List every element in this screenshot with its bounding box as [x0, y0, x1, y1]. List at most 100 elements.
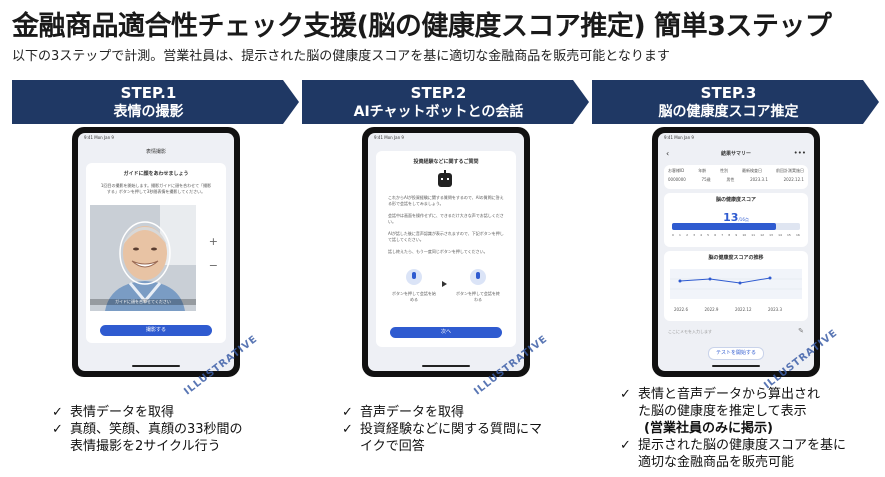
- next-button[interactable]: 次へ: [390, 327, 502, 338]
- mic-icon: [412, 272, 416, 279]
- chat-instructions-1: これからAIが投資経験に関する質問をするので、AIの質問に答える形で会話をしてみ…: [388, 195, 504, 206]
- guide-overlay-text: ガイドに顔を合わせてください: [90, 299, 196, 305]
- scale-tick: 9: [735, 233, 738, 237]
- step-2-banner: STEP.2 AIチャットボットとの会話: [302, 80, 589, 124]
- scale-tick: 8: [728, 233, 731, 237]
- score-label: 脳の健康度スコア: [715, 197, 756, 203]
- trend-line: [679, 277, 771, 284]
- trend-card: 脳の健康度スコアの推移 2022.6 2022.9 2022.12 2023.3: [664, 251, 808, 321]
- info-value: 75歳: [701, 177, 711, 182]
- back-chevron-icon[interactable]: ‹: [666, 149, 670, 158]
- check-icon: ✓: [52, 422, 63, 437]
- card-instructions: 1回目の撮影を開始します。撮影ガイドに顔を合わせて「撮影する」ボタンを押して3秒…: [100, 183, 212, 194]
- info-label: 最新検査日: [742, 168, 763, 173]
- step-1-bullets: ✓表情データを取得 ✓真顔、笑顔、真顔の33秒間の表情撮影を2サイクル行う: [52, 404, 272, 455]
- bullet-item: ✓真顔、笑顔、真顔の33秒間の表情撮影を2サイクル行う: [52, 422, 243, 454]
- scale-tick: 5: [707, 233, 710, 237]
- home-indicator: [422, 365, 470, 367]
- scale-tick: 15: [787, 233, 791, 237]
- trend-date: 2023.3: [768, 307, 782, 312]
- card-title: 投資経験などに関するご質問: [413, 159, 479, 165]
- more-icon[interactable]: •••: [793, 149, 806, 157]
- trend-chart: [670, 269, 802, 299]
- scale-tick: 4: [700, 233, 703, 237]
- scale-tick: 11: [751, 233, 756, 237]
- step-1-name: 表情の撮影: [113, 104, 184, 120]
- status-bar: 9:41 Mon Jan 9: [84, 135, 114, 140]
- check-icon: ✓: [620, 387, 631, 402]
- mic-start-label: ボタンを押して会話を始める: [392, 291, 436, 302]
- info-label: お客様ID: [668, 168, 685, 173]
- step-3-name: 脳の健康度スコア推定: [658, 104, 799, 120]
- tablet-3-screen: 9:41 Mon Jan 9 ‹ 結果サマリー ••• お客様ID 年齢 性別 …: [658, 133, 814, 371]
- tablet-1-screen: 9:41 Mon Jan 9 表情撮影 ガイドに顔をあわせましょう 1回目の撮影…: [78, 133, 234, 371]
- memo-input[interactable]: ここにメモを入力します: [668, 329, 712, 334]
- trend-dates: 2022.6 2022.9 2022.12 2023.3: [674, 307, 782, 313]
- tablet-step-3: 9:41 Mon Jan 9 ‹ 結果サマリー ••• お客様ID 年齢 性別 …: [652, 127, 820, 377]
- check-icon: ✓: [342, 422, 353, 437]
- info-label: 性別: [720, 168, 729, 173]
- mic-icon: [476, 272, 480, 279]
- info-labels: お客様ID 年齢 性別 最新検査日 前回計測実施日: [668, 168, 804, 174]
- trend-date: 2022.6: [674, 307, 688, 312]
- step-3-banner: STEP.3 脳の健康度スコア推定: [592, 80, 879, 124]
- scale-tick: 0: [672, 233, 674, 237]
- step-1-number: STEP.1: [120, 84, 177, 102]
- zoom-in-icon[interactable]: +: [208, 235, 218, 248]
- score-value: 13: [723, 211, 739, 224]
- step-2-number: STEP.2: [410, 84, 467, 102]
- trend-point: [768, 276, 772, 280]
- chat-card: 投資経験などに関するご質問 これからAIが投資経験に関する質問をするので、AIの…: [376, 151, 516, 347]
- start-test-button[interactable]: テストを開始する: [708, 347, 764, 360]
- home-indicator: [712, 365, 760, 367]
- info-label: 年齢: [698, 168, 707, 173]
- step-1-banner: STEP.1 表情の撮影: [12, 80, 299, 124]
- bullet-item: ✓投資経験などに関する質問にマイクで回答: [342, 422, 543, 454]
- home-indicator: [132, 365, 180, 367]
- edit-icon[interactable]: ✎: [798, 327, 804, 335]
- screen-header: 表情撮影: [145, 149, 166, 155]
- step-2-name: AIチャットボットとの会話: [353, 104, 524, 120]
- trend-date: 2022.12: [734, 307, 752, 312]
- chat-instructions-3: AIが話した後に音声認識が表示されますので、下記ボタンを押して話してください。: [388, 231, 504, 242]
- trend-point: [678, 279, 682, 283]
- tablet-step-1: 9:41 Mon Jan 9 表情撮影 ガイドに顔をあわせましょう 1回目の撮影…: [72, 127, 240, 377]
- screen-header: 結果サマリー: [720, 151, 751, 157]
- status-bar: 9:41 Mon Jan 9: [664, 135, 694, 140]
- trend-date: 2022.9: [704, 307, 719, 312]
- page-subtitle: 以下の3ステップで計測。営業社員は、提示された脳の健康度スコアを基に適切な金融商…: [12, 49, 670, 64]
- tablet-2-screen: 9:41 Mon Jan 9 投資経験などに関するご質問 これからAIが投資経験…: [368, 133, 524, 371]
- info-label: 前回計測実施日: [775, 168, 804, 173]
- scale-tick: 13: [769, 233, 773, 237]
- chat-instructions-2: 会話中は画面を操作せずに、できるだけ大きな声でお話しください。: [388, 213, 504, 224]
- card-title: ガイドに顔をあわせましょう: [123, 171, 189, 177]
- check-icon: ✓: [620, 438, 631, 453]
- check-icon: ✓: [52, 405, 63, 420]
- scale-tick: 16: [795, 233, 800, 237]
- scale-tick: 2: [686, 233, 688, 237]
- scale-tick: 6: [714, 233, 717, 237]
- info-value: 0000000: [668, 177, 686, 182]
- page-title: 金融商品適合性チェック支援(脳の健康度スコア推定) 簡単3ステップ: [12, 11, 832, 42]
- step-3-bullets: ✓表情と音声データから算出された脳の健康度を推定して表示 (営業社員のみに掲示)…: [620, 386, 852, 471]
- scale-tick: 14: [778, 233, 782, 237]
- check-icon: ✓: [342, 405, 353, 420]
- capture-button[interactable]: 撮影する: [100, 325, 212, 336]
- person-photo: [90, 205, 196, 311]
- score-unit: /16点: [738, 217, 749, 222]
- trend-point: [708, 277, 712, 281]
- customer-info-card: お客様ID 年齢 性別 最新検査日 前回計測実施日 0000000 75歳 男性…: [664, 165, 808, 189]
- mic-stop-button[interactable]: [470, 269, 486, 285]
- info-value: 男性: [726, 177, 735, 182]
- capture-card: ガイドに顔をあわせましょう 1回目の撮影を開始します。撮影ガイドに顔を合わせて「…: [86, 163, 226, 343]
- mic-stop-label: ボタンを押して会話を終わる: [456, 291, 500, 302]
- status-bar: 9:41 Mon Jan 9: [374, 135, 404, 140]
- robot-icon: [438, 170, 452, 187]
- score-bar-track: [672, 223, 800, 230]
- zoom-out-icon[interactable]: −: [208, 259, 218, 272]
- mic-start-button[interactable]: [406, 269, 422, 285]
- score-display: 13/16点: [664, 206, 808, 225]
- trend-label: 脳の健康度スコアの推移: [708, 255, 764, 261]
- camera-preview: ガイドに顔を合わせてください: [90, 205, 196, 311]
